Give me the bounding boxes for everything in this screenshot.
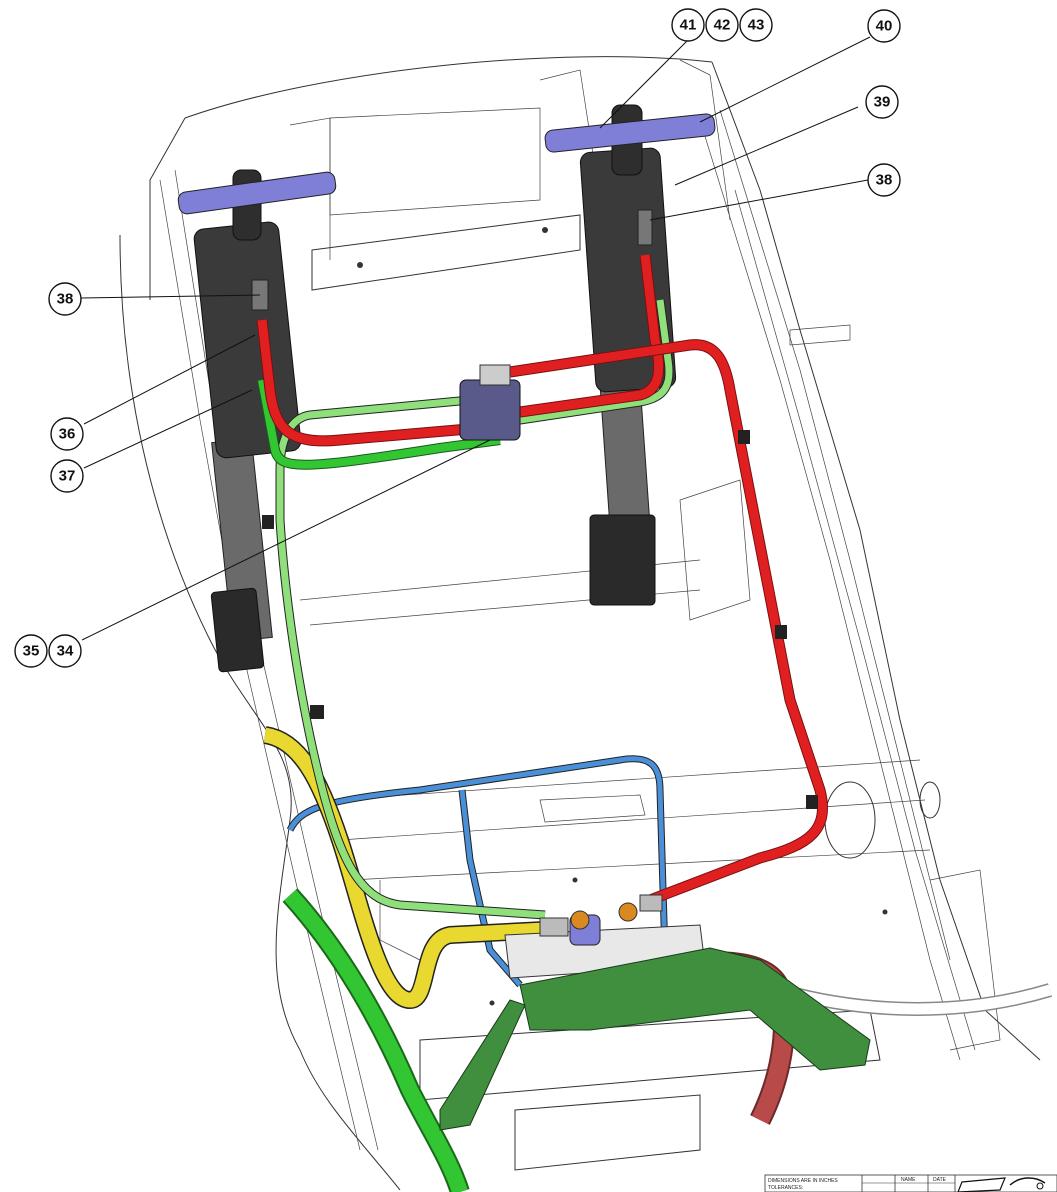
callout-leaders bbox=[80, 36, 871, 641]
balloon-38-right: 38 bbox=[867, 163, 901, 197]
title-block: DIMENSIONS ARE IN INCHES TOLERANCES: NAM… bbox=[764, 1174, 1057, 1192]
balloon-39: 39 bbox=[865, 85, 899, 119]
balloon-36: 36 bbox=[50, 417, 84, 451]
hose-clamps bbox=[262, 430, 818, 809]
svg-text:42: 42 bbox=[714, 17, 731, 34]
svg-text:41: 41 bbox=[680, 17, 697, 34]
balloon-43: 43 bbox=[739, 8, 773, 42]
svg-text:35: 35 bbox=[23, 643, 40, 660]
svg-text:37: 37 bbox=[59, 468, 76, 485]
balloon-35: 35 bbox=[14, 634, 48, 668]
valve-mounting-bracket bbox=[439, 947, 871, 1131]
balloon-40: 40 bbox=[867, 9, 901, 43]
svg-text:36: 36 bbox=[59, 426, 76, 443]
balloon-41: 41 bbox=[671, 8, 705, 42]
light-green-hose bbox=[275, 299, 674, 920]
balloon-37: 37 bbox=[50, 459, 84, 493]
blue-hose bbox=[286, 755, 669, 988]
svg-text:39: 39 bbox=[874, 94, 891, 111]
company-logo bbox=[957, 1177, 1046, 1192]
red-hose bbox=[256, 254, 828, 906]
svg-text:43: 43 bbox=[748, 17, 765, 34]
right-pivot-pin bbox=[544, 113, 716, 153]
green-hose bbox=[257, 379, 501, 470]
dark-green-hose bbox=[282, 888, 470, 1192]
balloon-34: 34 bbox=[48, 634, 82, 668]
svg-text:38: 38 bbox=[876, 172, 893, 189]
title-block-note-dimensions: DIMENSIONS ARE IN INCHES bbox=[768, 1178, 838, 1184]
central-manifold-fitting bbox=[459, 364, 521, 441]
left-pivot-pin bbox=[177, 171, 337, 215]
title-block-note-tolerances: TOLERANCES: bbox=[768, 1185, 803, 1191]
balloon-42: 42 bbox=[705, 8, 739, 42]
title-block-name-header: NAME bbox=[901, 1177, 916, 1183]
svg-text:38: 38 bbox=[57, 291, 74, 308]
yellow-hose bbox=[263, 726, 546, 1010]
title-block-date-header: DATE bbox=[933, 1177, 947, 1183]
svg-text:34: 34 bbox=[57, 643, 74, 660]
svg-text:40: 40 bbox=[876, 18, 893, 35]
balloon-38-left: 38 bbox=[48, 282, 82, 316]
